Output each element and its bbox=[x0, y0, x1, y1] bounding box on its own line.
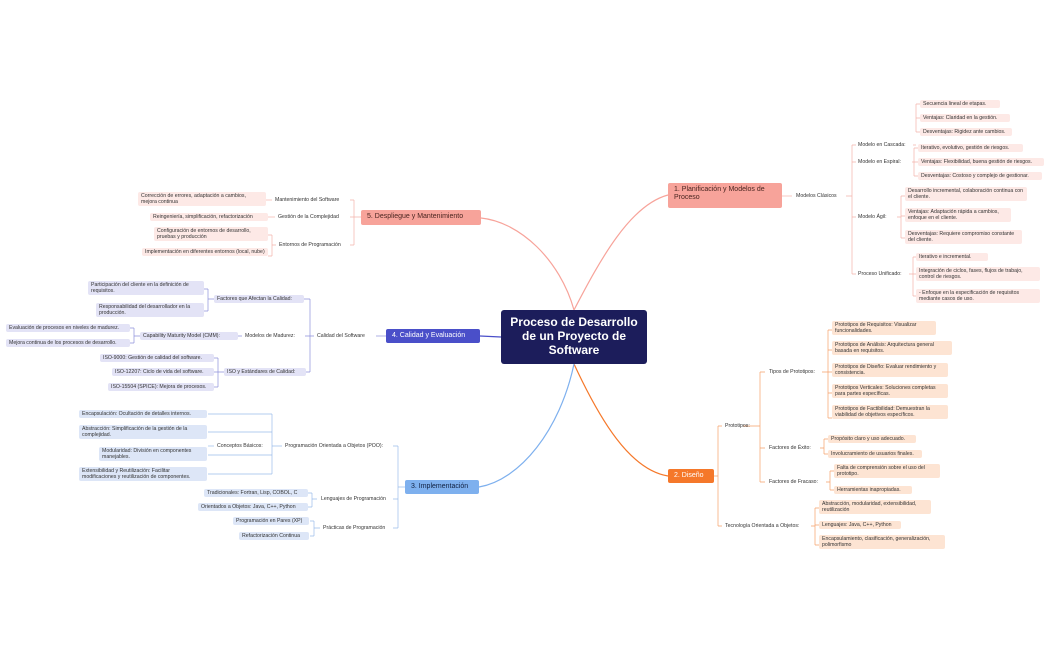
leaf-entornos-1[interactable]: Configuración de entornos de desarrollo,… bbox=[154, 227, 268, 242]
leaf-agil-2[interactable]: Ventajas: Adaptación rápida a cambios, e… bbox=[905, 208, 1011, 223]
topic-tipos-prototipos[interactable]: Tipos de Prototipos: bbox=[769, 369, 815, 375]
leaf-agil-3[interactable]: Desventajas: Requiere compromiso constan… bbox=[905, 230, 1022, 245]
topic-factores-exito[interactable]: Factores de Éxito: bbox=[769, 445, 811, 451]
root-topic[interactable]: Proceso de Desarrollo de un Proyecto de … bbox=[501, 310, 647, 364]
leaf-conceptos-4[interactable]: Extensibilidad y Reutilización: Facilita… bbox=[79, 467, 207, 482]
link-root-b3 bbox=[478, 363, 575, 488]
branch-planificacion[interactable]: 1. Planificación y Modelos de Proceso bbox=[668, 183, 782, 208]
leaf-iso-1[interactable]: ISO-9000: Gestión de calidad del softwar… bbox=[100, 354, 214, 363]
leaf-unificado-1[interactable]: Iterativo e incremental. bbox=[916, 253, 988, 262]
leaf-cmm-2[interactable]: Mejora continua de los procesos de desar… bbox=[6, 339, 130, 348]
leaf-cmm-1[interactable]: Evaluación de procesos en niveles de mad… bbox=[6, 324, 130, 333]
leaf-cascada-3[interactable]: Desventajas: Rigidez ante cambios. bbox=[920, 128, 1012, 137]
topic-factores-calidad[interactable]: Factores que Afectan la Calidad: bbox=[214, 295, 304, 304]
leaf-lenguajes-2[interactable]: Orientados a Objetos: Java, C++, Python bbox=[198, 503, 308, 512]
leaf-practicas-1[interactable]: Programación en Pares (XP) bbox=[233, 517, 309, 526]
link-root-b1 bbox=[573, 194, 669, 311]
leaf-tipos-4[interactable]: Prototipos Verticales: Soluciones comple… bbox=[832, 384, 948, 399]
leaf-lenguajes-1[interactable]: Tradicionales: Fortran, Lisp, COBOL, C bbox=[204, 489, 308, 498]
leaf-tipos-2[interactable]: Prototipos de Análisis: Arquitectura gen… bbox=[832, 341, 952, 356]
topic-conceptos-basicos[interactable]: Conceptos Básicos: bbox=[217, 443, 263, 449]
branch-despliegue[interactable]: 5. Despliegue y Mantenimiento bbox=[361, 210, 481, 225]
leaf-tecno-1[interactable]: Abstracción, modularidad, extensibilidad… bbox=[819, 500, 931, 515]
leaf-tipos-1[interactable]: Prototipos de Requisitos: Visualizar fun… bbox=[832, 321, 936, 336]
leaf-tipos-5[interactable]: Prototipos de Factibilidad: Demuestran l… bbox=[832, 405, 948, 420]
leaf-iso-2[interactable]: ISO-12207: Ciclo de vida del software. bbox=[112, 368, 214, 377]
topic-cascada[interactable]: Modelo en Cascada: bbox=[858, 142, 906, 148]
leaf-mantenimiento[interactable]: Corrección de errores, adaptación a camb… bbox=[138, 192, 266, 207]
topic-prototipos[interactable]: Prototipos: bbox=[725, 423, 750, 429]
topic-iso[interactable]: ISO y Estándares de Calidad: bbox=[224, 368, 306, 377]
topic-agil[interactable]: Modelo Ágil: bbox=[858, 214, 887, 220]
topic-espiral[interactable]: Modelo en Espiral: bbox=[858, 159, 901, 165]
topic-calidad-software[interactable]: Calidad del Software bbox=[317, 333, 365, 339]
link-root-b5 bbox=[480, 217, 575, 311]
leaf-iso-3[interactable]: ISO-15504 (SPICE): Mejora de procesos. bbox=[108, 383, 214, 392]
leaf-fracaso-2[interactable]: Herramientas inapropiadas. bbox=[834, 486, 912, 495]
leaf-conceptos-1[interactable]: Encapsulación: Ocultación de detalles in… bbox=[79, 410, 207, 419]
leaf-exito-2[interactable]: Involucramiento de usuarios finales. bbox=[828, 450, 922, 459]
leaf-conceptos-3[interactable]: Modularidad: División en componentes man… bbox=[99, 447, 207, 462]
leaf-agil-1[interactable]: Desarrollo incremental, colaboración con… bbox=[905, 187, 1027, 202]
branch-calidad[interactable]: 4. Calidad y Evaluación bbox=[386, 329, 480, 343]
topic-practicas[interactable]: Prácticas de Programación bbox=[323, 525, 386, 531]
leaf-fracaso-1[interactable]: Falta de comprensión sobre el uso del pr… bbox=[834, 464, 940, 479]
topic-entornos[interactable]: Entornos de Programación bbox=[279, 242, 341, 248]
topic-complejidad[interactable]: Gestión de la Complejidad bbox=[278, 214, 339, 220]
topic-modelos-madurez[interactable]: Modelos de Madurez: bbox=[245, 333, 295, 339]
topic-modelos-clasicos[interactable]: Modelos Clásicos bbox=[796, 193, 837, 199]
leaf-espiral-2[interactable]: Ventajas: Flexibilidad, buena gestión de… bbox=[918, 158, 1044, 167]
leaf-tipos-3[interactable]: Prototipos de Diseño: Evaluar rendimient… bbox=[832, 363, 948, 378]
leaf-cascada-2[interactable]: Ventajas: Claridad en la gestión. bbox=[920, 114, 1010, 123]
topic-factores-fracaso[interactable]: Factores de Fracaso: bbox=[769, 479, 819, 485]
leaf-practicas-2[interactable]: Refactorización Continua bbox=[239, 532, 309, 541]
link-root-b4 bbox=[479, 335, 502, 338]
leaf-tecno-3[interactable]: Encapsulamiento, clasificación, generali… bbox=[819, 535, 945, 550]
topic-unificado[interactable]: Proceso Unificado: bbox=[858, 271, 902, 277]
topic-mantenimiento[interactable]: Mantenimiento del Software bbox=[275, 197, 340, 203]
leaf-tecno-2[interactable]: Lenguajes: Java, C++, Python bbox=[819, 521, 901, 530]
topic-lenguajes[interactable]: Lenguajes de Programación bbox=[321, 496, 386, 502]
leaf-conceptos-2[interactable]: Abstracción: Simplificación de la gestió… bbox=[79, 425, 207, 440]
leaf-factores-2[interactable]: Responsabilidad del desarrollador en la … bbox=[96, 303, 204, 318]
leaf-cascada-1[interactable]: Secuencia lineal de etapas. bbox=[920, 100, 1000, 109]
topic-tecnologia-oo[interactable]: Tecnología Orientada a Objetos: bbox=[725, 523, 800, 529]
leaf-espiral-1[interactable]: Iterativo, evolutivo, gestión de riesgos… bbox=[918, 144, 1023, 153]
topic-cmm[interactable]: Capability Maturity Model (CMM): bbox=[140, 332, 238, 341]
leaf-unificado-3[interactable]: - Enfoque en la especificación de requis… bbox=[916, 289, 1040, 304]
leaf-espiral-3[interactable]: Desventajas: Costoso y complejo de gesti… bbox=[918, 172, 1042, 181]
leaf-unificado-2[interactable]: Integración de ciclos, fases, flujos de … bbox=[916, 267, 1040, 282]
link-root-b2 bbox=[573, 363, 669, 477]
branch-implementacion[interactable]: 3. Implementación bbox=[405, 480, 479, 494]
branch-diseno[interactable]: 2. Diseño bbox=[668, 469, 714, 483]
leaf-factores-1[interactable]: Participación del cliente en la definici… bbox=[88, 281, 204, 296]
leaf-exito-1[interactable]: Propósito claro y uso adecuado. bbox=[828, 435, 916, 444]
leaf-complejidad[interactable]: Reingeniería, simplificación, refactoriz… bbox=[150, 213, 268, 222]
topic-poo[interactable]: Programación Orientada a Objetos (POO): bbox=[285, 443, 384, 449]
leaf-entornos-2[interactable]: Implementación en diferentes entornos (l… bbox=[142, 248, 268, 257]
